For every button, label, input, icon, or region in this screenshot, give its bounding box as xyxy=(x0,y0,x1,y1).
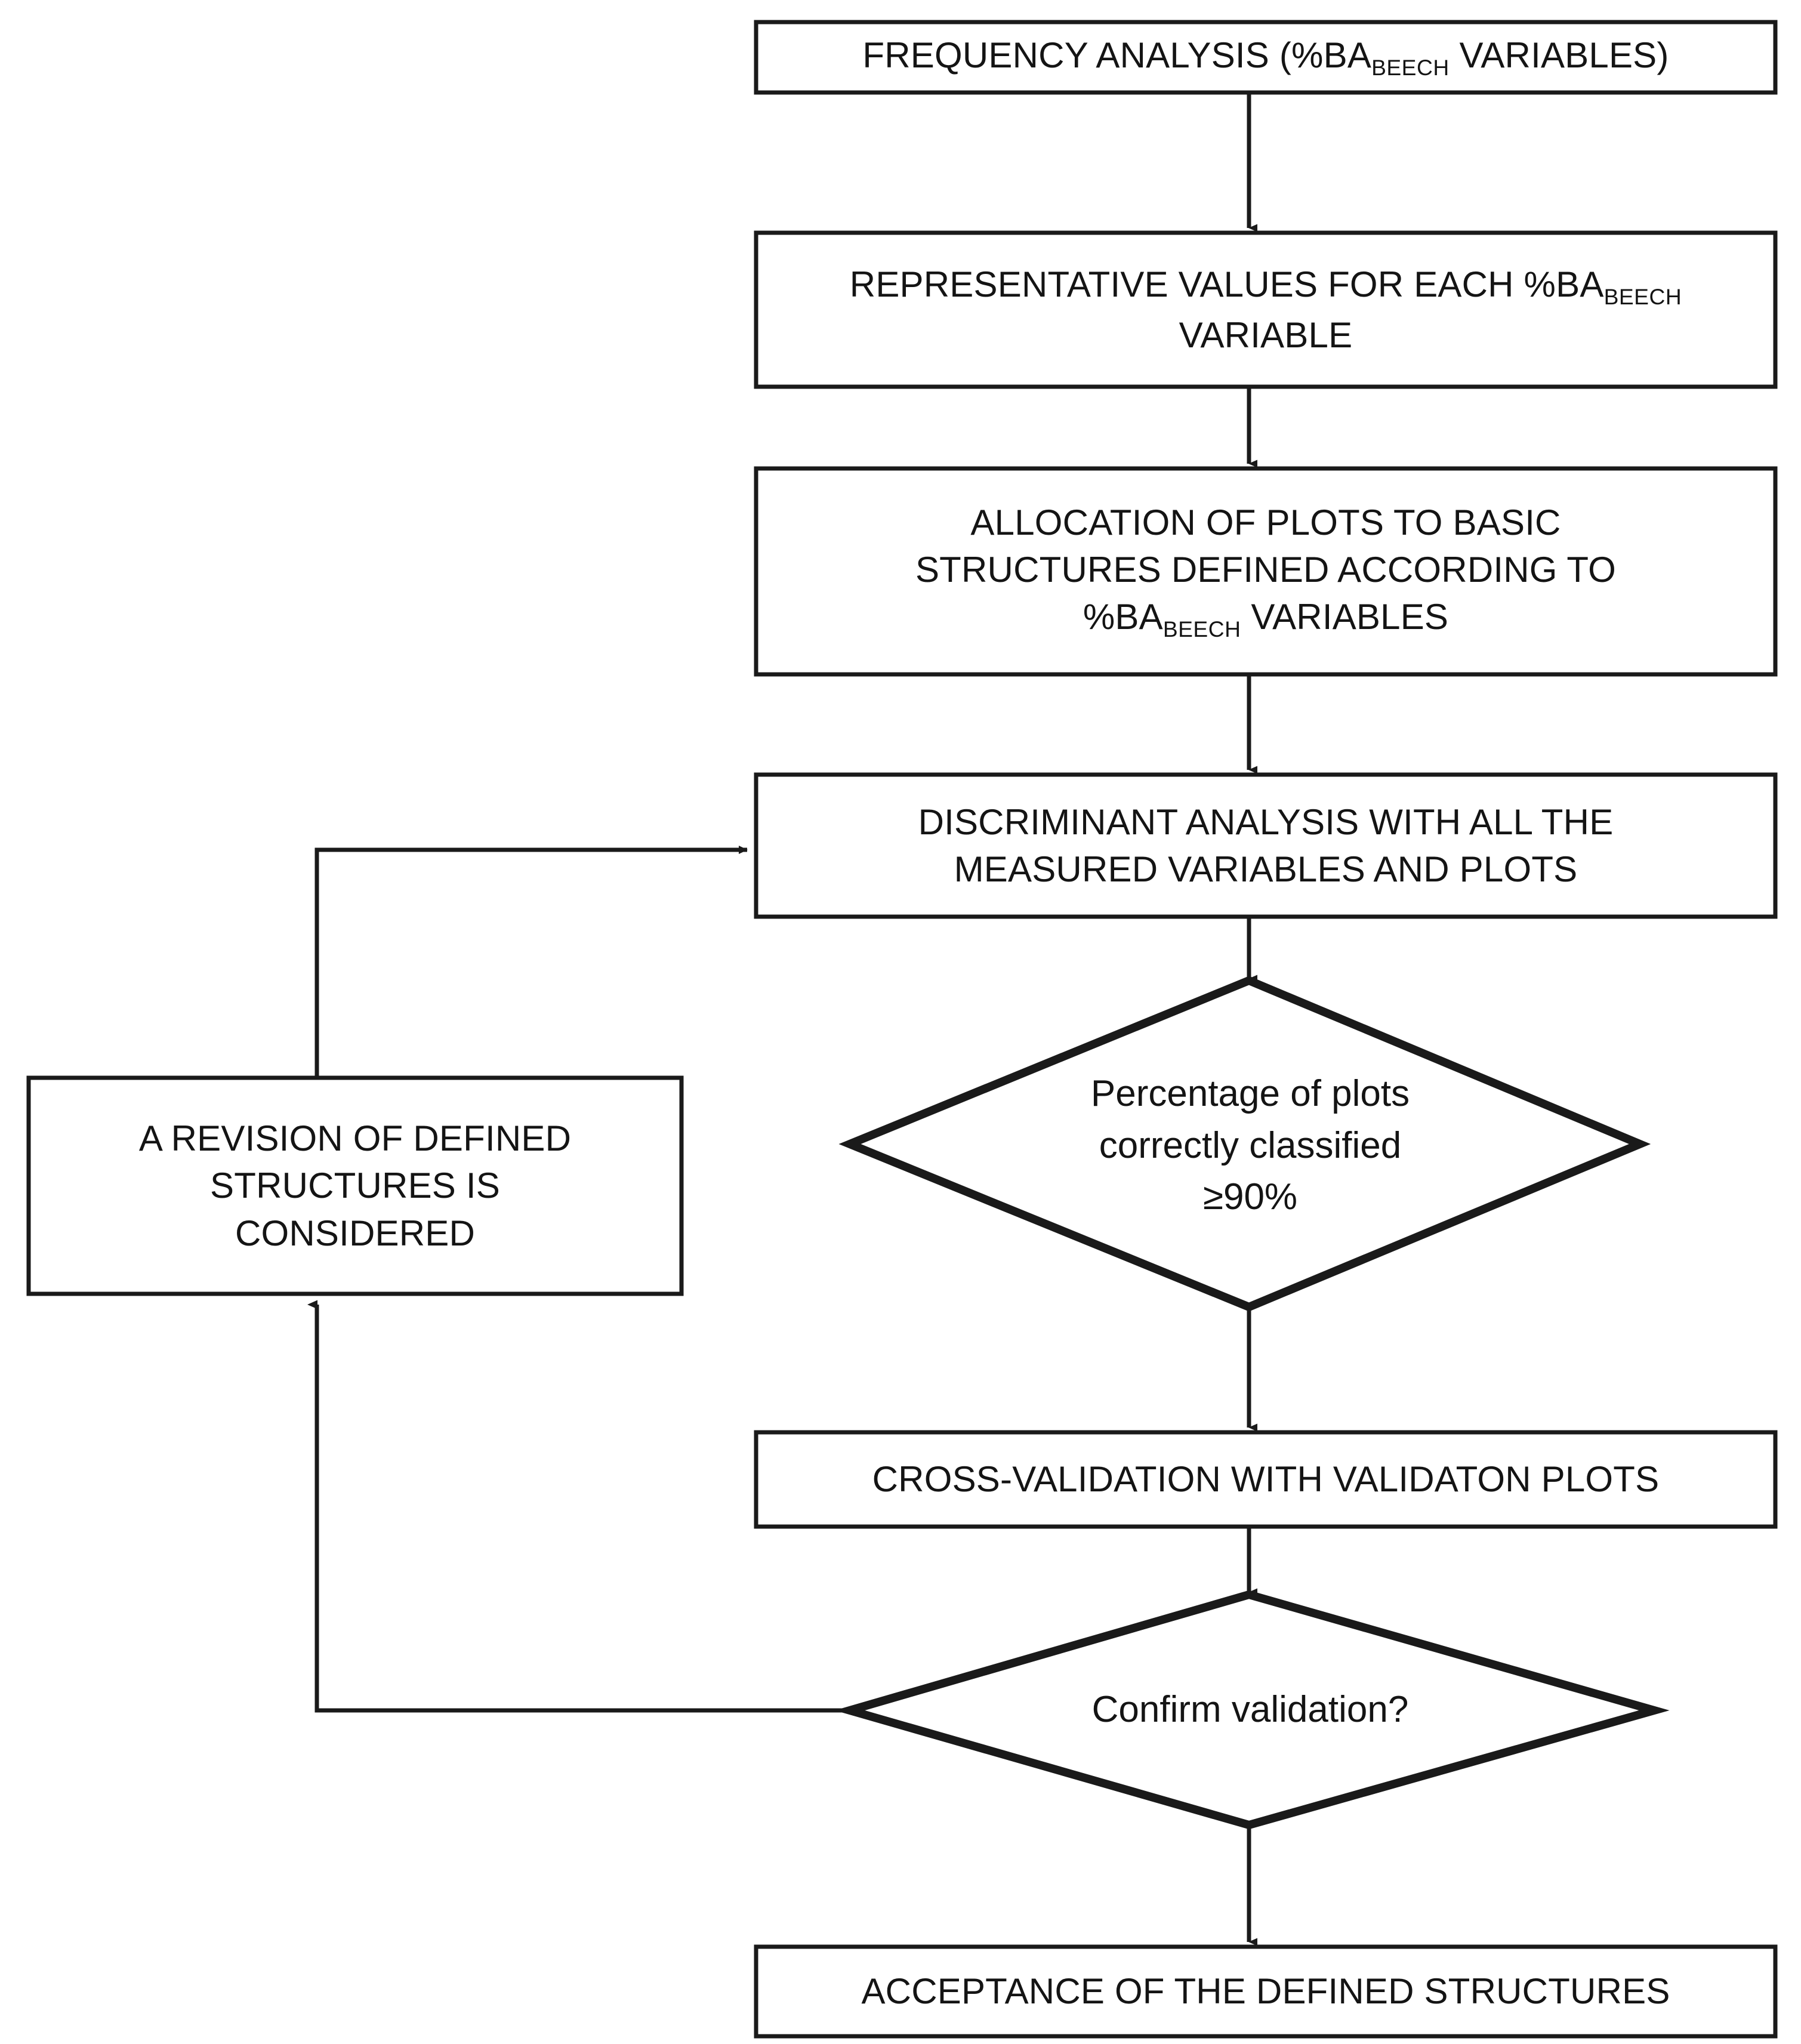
node-representative-values[interactable] xyxy=(754,230,1778,389)
node-percentage-decision[interactable] xyxy=(838,976,1651,1312)
node-confirm-validation[interactable] xyxy=(834,1590,1670,1830)
node-allocation-of-plots[interactable] xyxy=(754,466,1778,677)
node-cross-validation[interactable] xyxy=(754,1430,1778,1529)
edge-confirm-to-revision xyxy=(307,1300,850,1713)
node-frequency-analysis[interactable] xyxy=(754,20,1778,95)
edge-revision-to-discriminant xyxy=(314,846,748,1078)
node-revision-box[interactable] xyxy=(26,1075,684,1296)
node-acceptance[interactable] xyxy=(754,1944,1778,2039)
node-discriminant-analysis[interactable] xyxy=(754,772,1778,919)
